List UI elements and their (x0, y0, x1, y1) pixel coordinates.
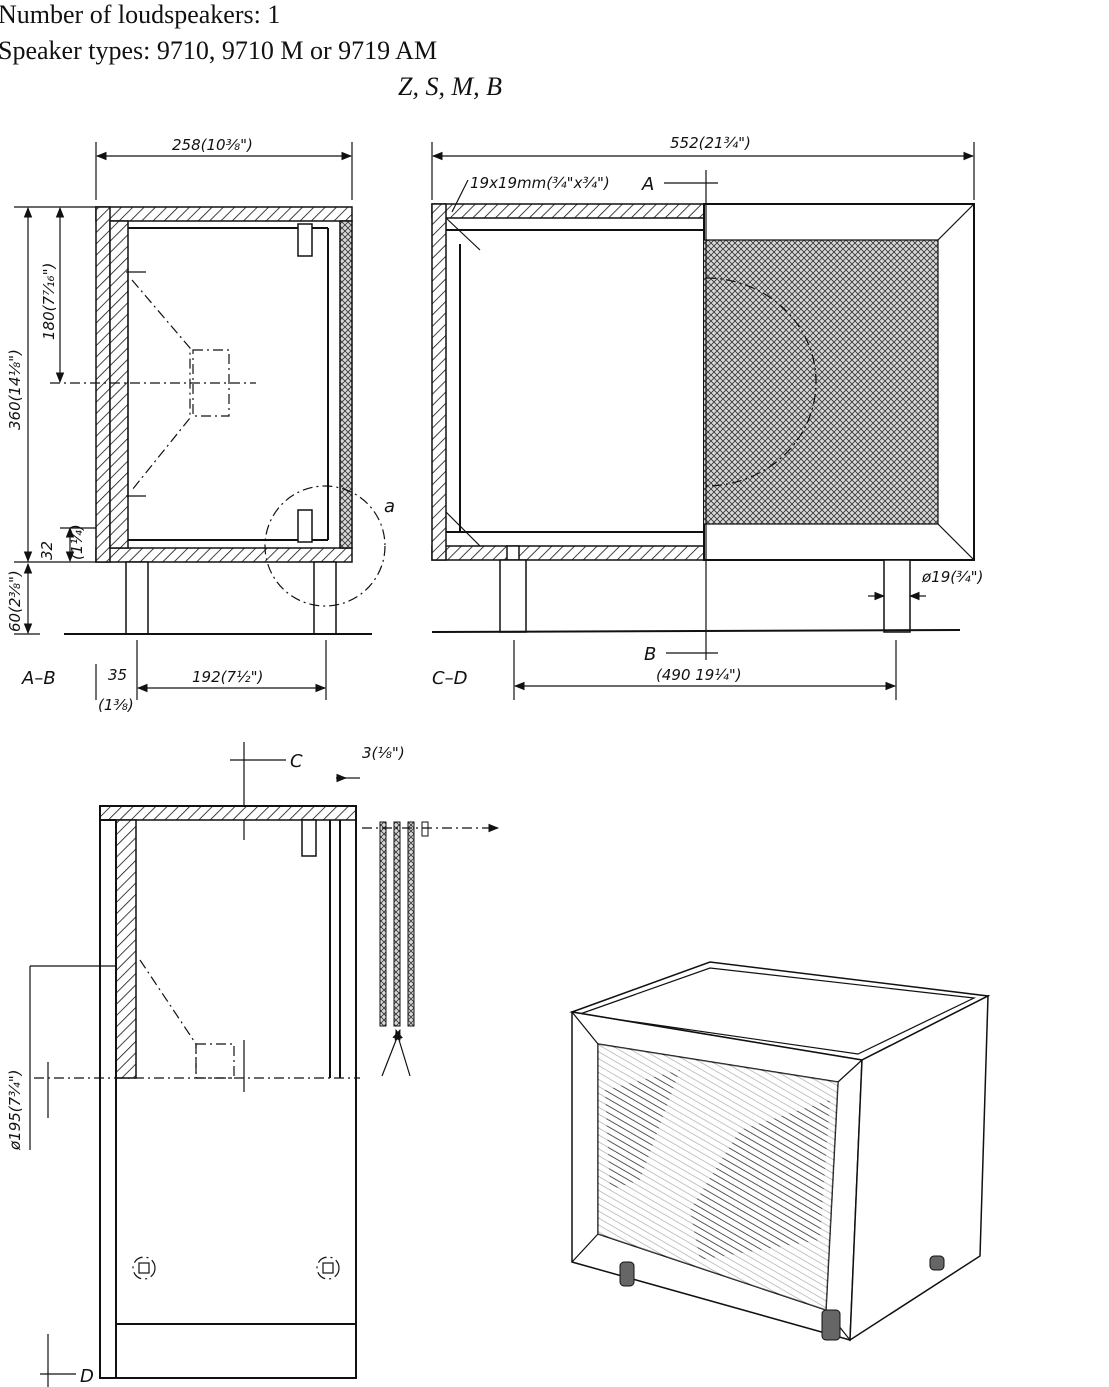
ab-height-dim: 360(14⅛") (6, 349, 24, 430)
ab-leg-spacing-dim: 192(7½") (192, 668, 263, 686)
ab-speaker-outline (131, 279, 191, 491)
cd-batten-dim: 19x19mm(¾"x¾") (470, 174, 610, 192)
header-line-count: Number of loudspeakers: 1 (0, 0, 281, 29)
ab-legs-dim: 60(2⅜") (6, 570, 24, 632)
section-ab-view: 258(10⅜") a 360(14⅛") (6, 136, 395, 714)
plan-cut-c: C (290, 751, 303, 772)
ab-top-panel (95, 206, 353, 222)
ab-center-dim: 180(7⁷⁄₁₆") (40, 263, 58, 340)
header-line-variants: Z, S, M, B (398, 72, 502, 101)
ab-detail-label: a (384, 496, 395, 517)
ab-bottom-panel (95, 547, 353, 563)
cd-leg-spacing-dim: (490 19¼") (656, 666, 742, 684)
ab-bottom-dim-in: (1¼) (68, 524, 86, 560)
cd-width-dim: 552(21¾") (670, 134, 751, 152)
ab-back-panel (339, 220, 353, 549)
cd-cut-b: B (644, 644, 656, 665)
cd-leg-dia-dim: ø19(¾") (921, 568, 983, 586)
section-cd-view: 552(21¾") 19x19mm(¾"x¾") A B ø (431, 134, 983, 700)
ab-offset-dim: 35 (108, 666, 127, 684)
header-line-types: Speaker types: 9710, 9710 M or 9719 AM (0, 36, 438, 65)
cd-cut-a: A (641, 174, 654, 195)
plan-panel-dim: 3(⅛") (362, 744, 405, 762)
ab-offset-dim-in: (1⅜) (98, 696, 134, 714)
ab-bottom-dim: 32 (38, 541, 56, 560)
plan-diameter-dim: ø195(7¾") (6, 1070, 24, 1152)
plan-cut-d: D (80, 1366, 94, 1387)
cd-section-label: C–D (432, 668, 467, 689)
plan-view: C ø195(7¾") 3(⅛") (6, 742, 500, 1387)
ab-section-label: A–B (21, 668, 56, 689)
ab-front-panel (95, 206, 111, 563)
isometric-view (569, 961, 991, 1342)
cd-grille (704, 240, 938, 524)
ab-width-dim: 258(10⅜") (172, 136, 253, 154)
ab-baffle (109, 220, 129, 549)
